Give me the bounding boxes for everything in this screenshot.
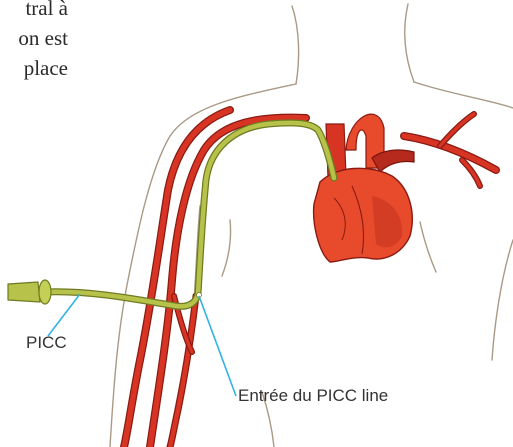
picc-label: PICC xyxy=(26,333,67,353)
catheter-clamp xyxy=(39,280,51,304)
subclavian-branch xyxy=(404,136,496,170)
neck-right-line xyxy=(405,4,414,82)
body-outline xyxy=(110,4,513,447)
picc-pointer-line xyxy=(48,294,80,336)
catheter-hub xyxy=(8,282,40,302)
paragraph-fragment-line-1: tral à xyxy=(25,0,68,23)
catheter-tube-outline xyxy=(44,123,334,306)
torso-right-outline xyxy=(492,240,513,360)
insertion-pointer-line xyxy=(199,296,236,396)
insertion-site-label: Entrée du PICC line xyxy=(238,386,388,406)
chest-right-contour xyxy=(420,222,436,272)
paragraph-fragment-line-2: on est xyxy=(18,23,68,53)
catheter-tube xyxy=(44,123,334,306)
jugular-branch xyxy=(440,114,474,146)
chest-left-contour xyxy=(222,220,231,276)
right-shoulder-outline xyxy=(414,82,513,108)
paragraph-fragment-line-3: place xyxy=(24,53,68,83)
heart xyxy=(314,114,414,262)
neck-left-line xyxy=(292,6,299,84)
